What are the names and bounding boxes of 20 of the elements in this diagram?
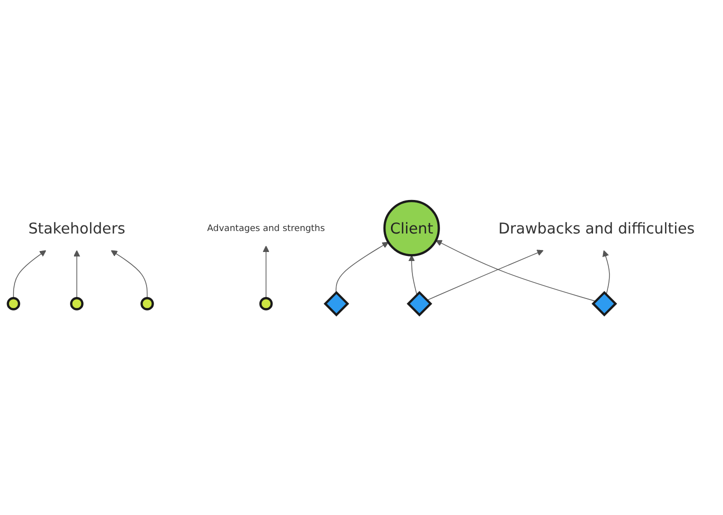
node-text: Stakeholders xyxy=(28,218,126,237)
arrow xyxy=(74,250,80,298)
node-diamond xyxy=(406,290,432,316)
node-circle xyxy=(70,296,84,310)
node-circle: Client xyxy=(383,199,440,256)
arrow xyxy=(110,250,148,298)
arrow xyxy=(436,240,596,302)
arrow xyxy=(262,245,270,298)
arrow xyxy=(408,254,418,295)
node-diamond xyxy=(324,290,350,316)
node-text: Advantages and strengths xyxy=(207,222,325,233)
arrow xyxy=(602,250,610,295)
node-circle xyxy=(259,296,273,310)
arrow xyxy=(13,250,46,298)
arrow xyxy=(426,249,544,300)
node-text: Drawbacks and difficulties xyxy=(498,218,695,237)
arrow xyxy=(336,241,389,292)
node-diamond xyxy=(592,290,618,316)
node-circle xyxy=(140,296,154,310)
node-circle xyxy=(6,296,20,310)
